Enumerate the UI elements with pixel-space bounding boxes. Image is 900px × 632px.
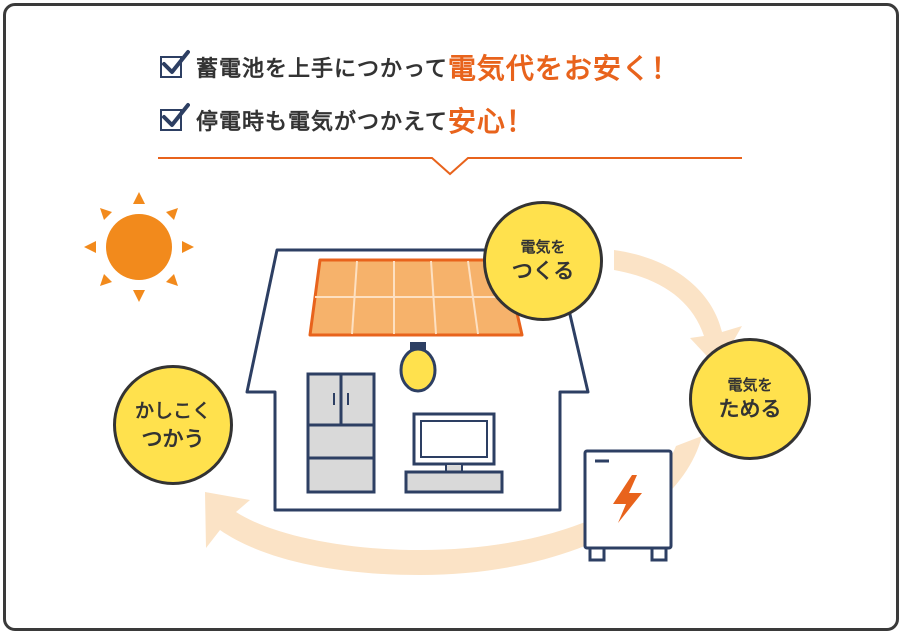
badge-make-line2: つくる [511,259,575,283]
checkmark-icon [162,50,190,74]
tv-icon [404,412,504,494]
benefit-highlight-1: 電気代をお安く！ [447,52,680,85]
badge-use-line1: かしこく [134,400,211,422]
lightning-icon [613,475,642,523]
sun-icon [84,192,194,302]
badge-store-electricity: 電気を ためる [689,338,811,460]
badge-make-line1: 電気を [520,238,566,256]
light-bulb-icon [399,342,437,393]
badge-make-electricity: 電気を つくる [483,201,603,321]
battery-icon [583,449,673,562]
benefit-text-1: 蓄電池を上手につかって [196,57,448,82]
checkmark-icon [162,103,190,127]
checkbox-icon [160,103,190,131]
refrigerator-icon [306,372,376,494]
checkbox-icon [160,50,190,78]
benefit-highlight-2: 安心！ [447,105,535,138]
divider-line [158,157,742,176]
badge-use-electricity: かしこく つかう [113,365,233,485]
badge-store-line2: ためる [718,397,782,421]
badge-use-line2: つかう [141,427,205,451]
cycle-arrow-icon [205,250,742,575]
solar-panel-icon [308,258,524,337]
badge-store-line1: 電気を [727,376,773,394]
benefit-row-2: 停電時も電気がつかえて 安心！ [160,103,535,138]
benefit-text-2: 停電時も電気がつかえて [196,110,448,135]
benefit-row-1: 蓄電池を上手につかって 電気代をお安く！ [160,50,680,85]
